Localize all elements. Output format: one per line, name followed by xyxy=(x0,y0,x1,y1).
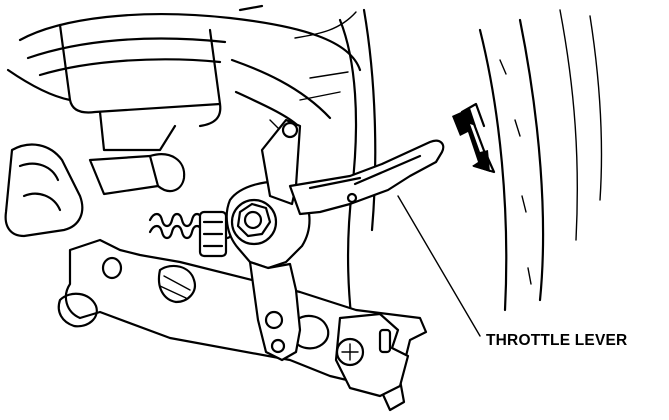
throttle-lever-label: THROTTLE LEVER xyxy=(486,332,628,349)
engine-housing xyxy=(6,4,377,364)
pivot-nut xyxy=(230,198,278,246)
intake-elbow xyxy=(4,143,186,238)
throttle-stop-bracket xyxy=(334,312,410,398)
side-panel xyxy=(478,9,603,312)
double-headed-arrow-icon xyxy=(452,102,496,174)
throttle-lever xyxy=(288,139,445,216)
callout-leader-line xyxy=(397,195,481,337)
mounting-bracket xyxy=(57,238,428,412)
